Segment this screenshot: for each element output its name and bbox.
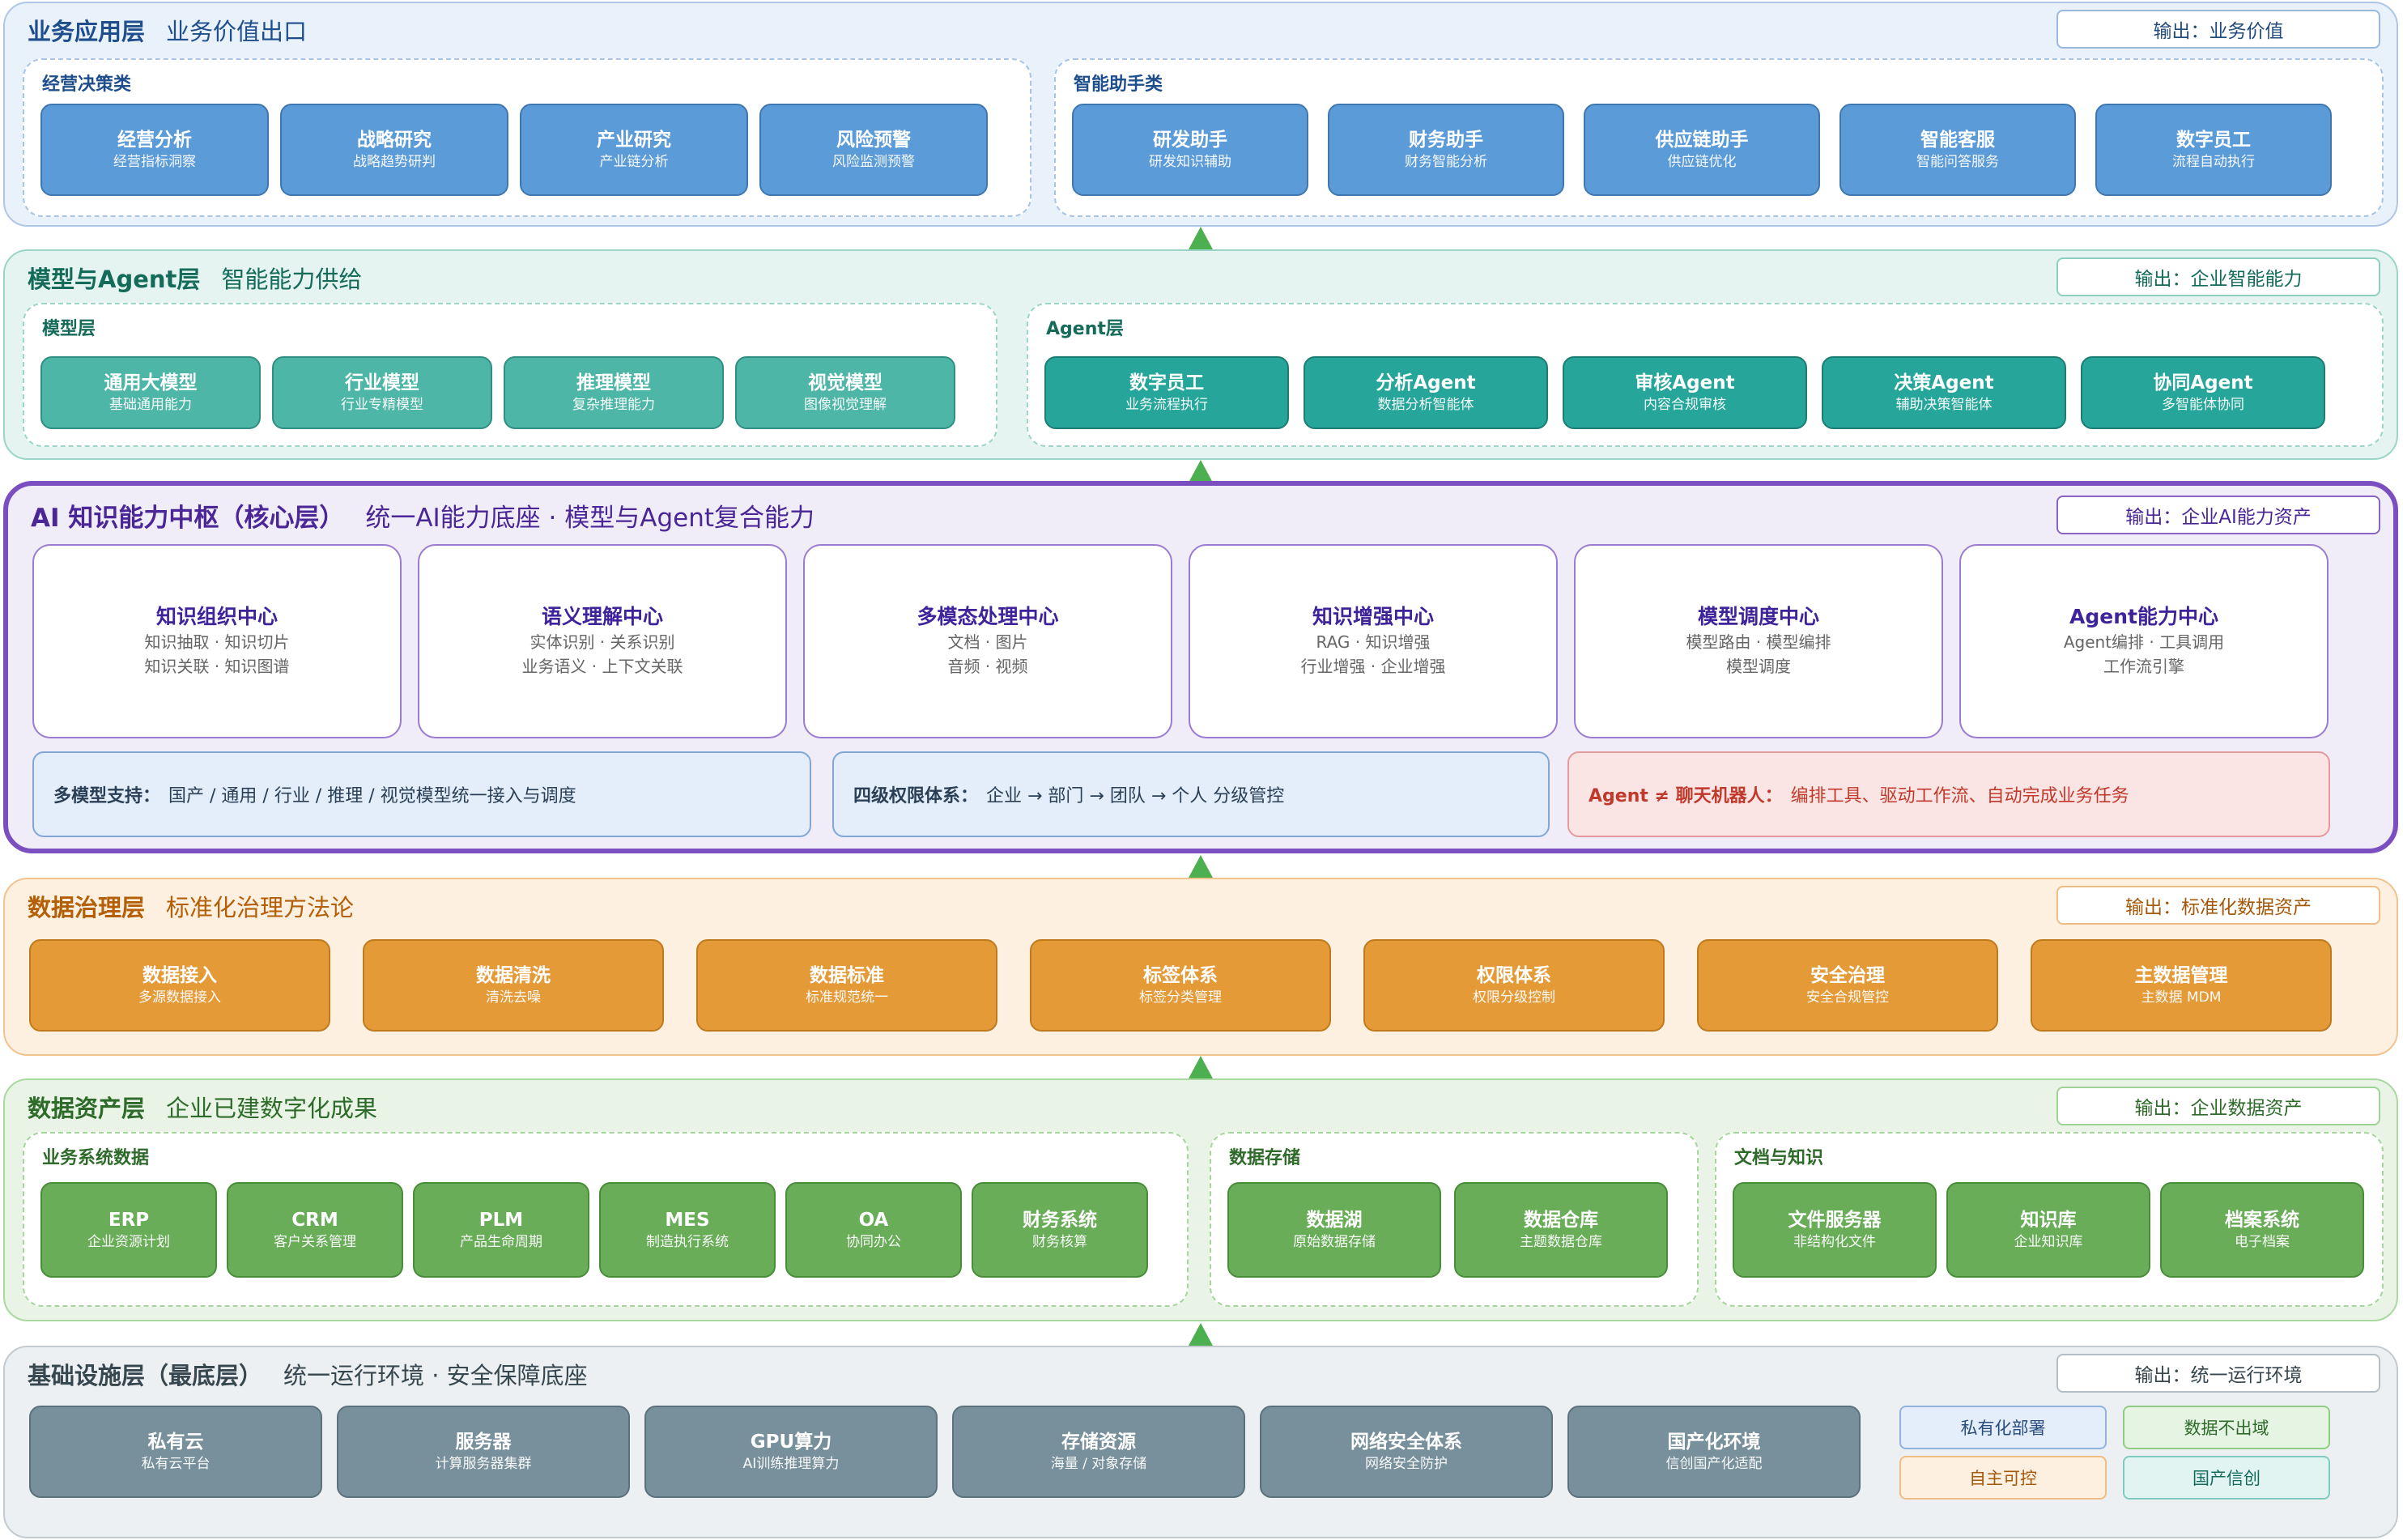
group-models: 模型层 通用大模型基础通用能力 行业模型行业专精模型 推理模型复杂推理能力 视觉… [23, 303, 997, 447]
card-digital-worker-agent[interactable]: 数字员工业务流程执行 [1044, 356, 1289, 429]
output-badge: 输出：企业数据资产 [2056, 1087, 2380, 1125]
card-smart-service[interactable]: 智能客服智能问答服务 [1839, 104, 2076, 196]
layer-title: 基础设施层（最底层）统一运行环境 · 安全保障底座 [28, 1362, 588, 1389]
card-general-llm[interactable]: 通用大模型基础通用能力 [40, 356, 261, 429]
card-permission-system[interactable]: 权限体系权限分级控制 [1363, 939, 1665, 1032]
card-tag-system[interactable]: 标签体系标签分类管理 [1030, 939, 1331, 1032]
card-security-governance[interactable]: 安全治理安全合规管控 [1697, 939, 1998, 1032]
card-knowledge-base[interactable]: 知识库企业知识库 [1946, 1182, 2150, 1278]
model-agent-layer: 模型与Agent层智能能力供给 输出：企业智能能力 模型层 通用大模型基础通用能… [3, 249, 2398, 460]
card-vision-model[interactable]: 视觉模型图像视觉理解 [735, 356, 955, 429]
group-title: Agent层 [1046, 319, 1124, 339]
group-title: 文档与知识 [1734, 1148, 1824, 1168]
ai-knowledge-hub-layer: AI 知识能力中枢（核心层）统一AI能力底座 · 模型与Agent复合能力 输出… [3, 481, 2398, 853]
data-governance-layer: 数据治理层标准化治理方法论 输出：标准化数据资产 数据接入多源数据接入 数据清洗… [3, 878, 2398, 1056]
group-docs-knowledge: 文档与知识 文件服务器非结构化文件 知识库企业知识库 档案系统电子档案 [1715, 1132, 2384, 1307]
up-arrow-icon [1189, 1056, 1213, 1078]
note-multi-model-support: 多模型支持：国产 / 通用 / 行业 / 推理 / 视觉模型统一接入与调度 [32, 751, 811, 837]
card-data-warehouse[interactable]: 数据仓库主题数据仓库 [1454, 1182, 1668, 1278]
group-smart-assistant: 智能助手类 研发助手研发知识辅助 财务助手财务智能分析 供应链助手供应链优化 智… [1054, 58, 2384, 217]
tag-data-stays-local: 数据不出域 [2123, 1406, 2330, 1449]
card-industry-model[interactable]: 行业模型行业专精模型 [272, 356, 492, 429]
card-private-cloud[interactable]: 私有云私有云平台 [29, 1406, 322, 1498]
card-data-standards[interactable]: 数据标准标准规范统一 [696, 939, 997, 1032]
note-permission-system: 四级权限体系：企业 → 部门 → 团队 → 个人 分级管控 [832, 751, 1550, 837]
card-data-lake[interactable]: 数据湖原始数据存储 [1227, 1182, 1441, 1278]
card-operation-analysis[interactable]: 经营分析经营指标洞察 [40, 104, 269, 196]
output-badge: 输出：企业智能能力 [2056, 257, 2380, 296]
card-file-server[interactable]: 文件服务器非结构化文件 [1733, 1182, 1937, 1278]
infrastructure-layer: 基础设施层（最底层）统一运行环境 · 安全保障底座 输出：统一运行环境 私有云私… [3, 1346, 2398, 1538]
up-arrow-icon [1189, 1323, 1213, 1346]
card-network-security[interactable]: 网络安全体系网络安全防护 [1260, 1406, 1553, 1498]
output-badge: 输出：企业AI能力资产 [2056, 496, 2380, 534]
note-agent-not-chatbot: Agent ≠ 聊天机器人：编排工具、驱动工作流、自动完成业务任务 [1567, 751, 2330, 837]
group-title: 业务系统数据 [42, 1148, 150, 1168]
output-badge: 输出：业务价值 [2056, 10, 2380, 49]
card-digital-employee[interactable]: 数字员工流程自动执行 [2095, 104, 2332, 196]
tag-private-deployment: 私有化部署 [1899, 1406, 2107, 1449]
card-strategy-research[interactable]: 战略研究战略趋势研判 [280, 104, 508, 196]
group-data-storage: 数据存储 数据湖原始数据存储 数据仓库主题数据仓库 [1210, 1132, 1699, 1307]
tag-self-controlled: 自主可控 [1899, 1456, 2107, 1500]
tag-xinchuang: 国产信创 [2123, 1456, 2330, 1500]
center-model-scheduling[interactable]: 模型调度中心模型路由 · 模型编排模型调度 [1574, 544, 1943, 738]
group-title: 经营决策类 [42, 74, 132, 95]
output-badge: 输出：统一运行环境 [2056, 1354, 2380, 1393]
card-archive-system[interactable]: 档案系统电子档案 [2160, 1182, 2364, 1278]
card-domestic-environment[interactable]: 国产化环境信创国产化适配 [1567, 1406, 1861, 1498]
layer-title: 数据治理层标准化治理方法论 [28, 894, 355, 921]
card-industry-research[interactable]: 产业研究产业链分析 [520, 104, 748, 196]
card-finance-system[interactable]: 财务系统财务核算 [972, 1182, 1148, 1278]
center-semantic-understanding[interactable]: 语义理解中心实体识别 · 关系识别业务语义 · 上下文关联 [418, 544, 787, 738]
card-data-ingestion[interactable]: 数据接入多源数据接入 [29, 939, 330, 1032]
layer-title: AI 知识能力中枢（核心层）统一AI能力底座 · 模型与Agent复合能力 [31, 504, 814, 533]
up-arrow-icon [1189, 855, 1213, 878]
card-servers[interactable]: 服务器计算服务器集群 [337, 1406, 630, 1498]
card-supply-chain-assistant[interactable]: 供应链助手供应链优化 [1584, 104, 1820, 196]
layer-title: 业务应用层业务价值出口 [28, 18, 308, 45]
layer-title: 数据资产层企业已建数字化成果 [28, 1095, 378, 1122]
card-data-cleansing[interactable]: 数据清洗清洗去噪 [363, 939, 664, 1032]
business-application-layer: 业务应用层业务价值出口 输出：业务价值 经营决策类 经营分析经营指标洞察 战略研… [3, 2, 2398, 227]
group-title: 智能助手类 [1074, 74, 1163, 95]
center-multimodal-processing[interactable]: 多模态处理中心文档 · 图片音频 · 视频 [803, 544, 1172, 738]
card-rd-assistant[interactable]: 研发助手研发知识辅助 [1072, 104, 1308, 196]
card-finance-assistant[interactable]: 财务助手财务智能分析 [1328, 104, 1564, 196]
card-storage-resources[interactable]: 存储资源海量 / 对象存储 [952, 1406, 1245, 1498]
center-knowledge-organization[interactable]: 知识组织中心知识抽取 · 知识切片知识关联 · 知识图谱 [32, 544, 402, 738]
up-arrow-icon [1189, 460, 1213, 483]
layer-title: 模型与Agent层智能能力供给 [28, 266, 363, 293]
up-arrow-icon [1189, 227, 1213, 249]
card-risk-warning[interactable]: 风险预警风险监测预警 [759, 104, 988, 196]
card-reasoning-model[interactable]: 推理模型复杂推理能力 [504, 356, 724, 429]
output-badge: 输出：标准化数据资产 [2056, 886, 2380, 925]
group-business-decision: 经营决策类 经营分析经营指标洞察 战略研究战略趋势研判 产业研究产业链分析 风险… [23, 58, 1031, 217]
group-title: 数据存储 [1229, 1148, 1301, 1168]
group-title: 模型层 [42, 319, 96, 339]
card-master-data-management[interactable]: 主数据管理主数据 MDM [2031, 939, 2332, 1032]
